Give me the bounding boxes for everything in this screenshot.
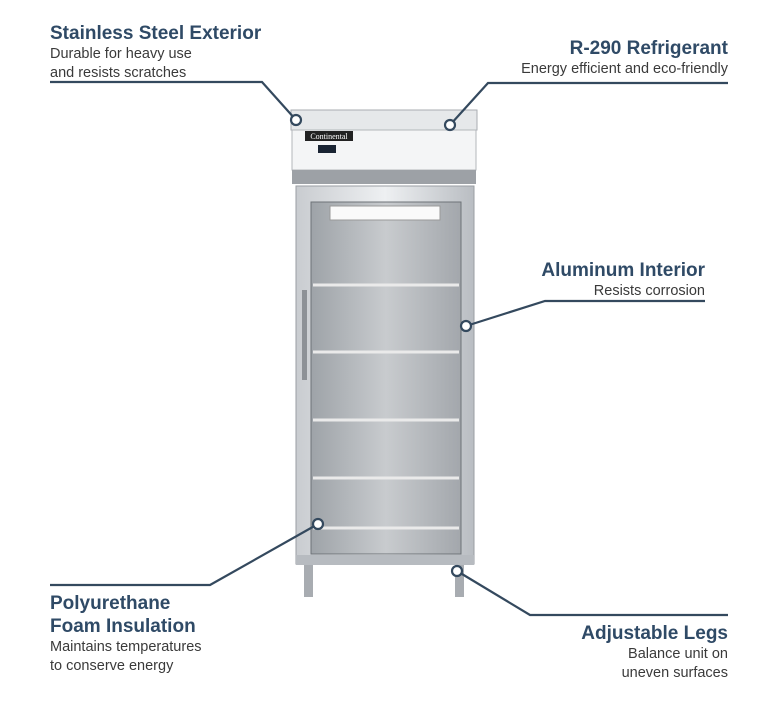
feature-refrigerant: R-290 Refrigerant Energy efficient and e… <box>521 37 728 79</box>
feature-desc: Resists corrosion <box>593 283 705 299</box>
feature-title: Adjustable Legs <box>581 623 728 644</box>
leader-lines <box>50 80 728 617</box>
feature-stainless-steel: Stainless Steel Exterior Durable for hea… <box>50 22 261 83</box>
brand-logo <box>305 131 353 141</box>
feature-title: Polyurethane <box>50 593 171 614</box>
door-handle <box>302 290 307 380</box>
feature-desc: Energy efficient and eco-friendly <box>521 61 728 77</box>
fridge-header: Continental <box>290 109 478 184</box>
feature-title: Aluminum Interior <box>541 260 705 281</box>
feature-aluminum-interior: Aluminum Interior Resists corrosion <box>541 259 705 301</box>
feature-title: Foam Insulation <box>50 616 196 637</box>
callout-dots <box>289 113 473 578</box>
feature-desc: to conserve energy <box>50 658 174 674</box>
fridge-door <box>295 185 475 565</box>
fridge-legs <box>304 565 464 597</box>
feature-desc: Maintains temperatures <box>50 639 202 655</box>
feature-desc: and resists scratches <box>50 65 187 81</box>
feature-desc: uneven surfaces <box>621 665 728 681</box>
feature-desc: Durable for heavy use <box>50 46 192 62</box>
thermostat-display <box>318 145 336 153</box>
feature-title: Stainless Steel Exterior <box>50 23 262 44</box>
feature-insulation: Polyurethane Foam Insulation Maintains t… <box>50 592 202 676</box>
feature-adjustable-legs: Adjustable Legs Balance unit on uneven s… <box>581 622 728 683</box>
feature-desc: Balance unit on <box>628 646 728 662</box>
feature-title: R-290 Refrigerant <box>569 38 728 59</box>
svg-text:Continental: Continental <box>310 132 348 141</box>
